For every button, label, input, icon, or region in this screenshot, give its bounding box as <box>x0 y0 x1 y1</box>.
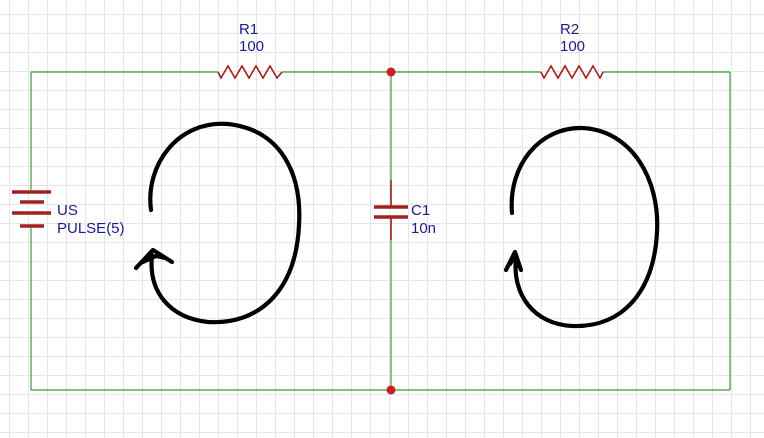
wires <box>30 71 731 391</box>
c1-value-label: 10n <box>411 220 437 237</box>
r1-designator-label: R1 <box>239 21 259 38</box>
voltage-source-us[interactable] <box>12 190 51 228</box>
left-mesh-current-arrow-icon <box>133 121 302 325</box>
r2-value-label: 100 <box>560 38 586 55</box>
right-mesh-current-arrow-icon <box>503 125 660 329</box>
junction-dot-bottom <box>386 385 396 395</box>
resistor-r2[interactable] <box>540 64 604 80</box>
c1-designator-label: C1 <box>411 202 431 219</box>
r1-value-label: 100 <box>239 38 265 55</box>
source-designator-label: US <box>57 202 78 219</box>
resistor-r1[interactable] <box>217 64 283 80</box>
junction-dot-top <box>386 67 396 77</box>
r2-designator-label: R2 <box>560 21 580 38</box>
capacitor-c1[interactable] <box>374 180 408 240</box>
source-value-label: PULSE(5) <box>57 220 125 237</box>
